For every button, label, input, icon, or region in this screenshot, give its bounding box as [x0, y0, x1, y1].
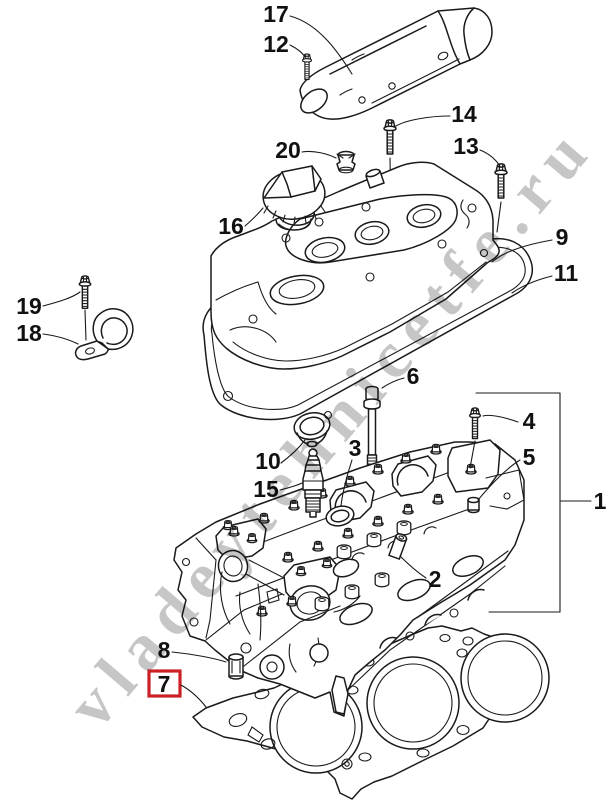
- svg-text:5: 5: [523, 444, 536, 470]
- svg-text:10: 10: [255, 448, 281, 474]
- svg-text:2: 2: [429, 566, 442, 592]
- svg-text:20: 20: [275, 137, 301, 163]
- svg-text:9: 9: [556, 224, 569, 250]
- svg-text:11: 11: [554, 260, 579, 286]
- svg-text:18: 18: [16, 320, 42, 346]
- svg-text:7: 7: [158, 671, 171, 697]
- svg-text:16: 16: [218, 213, 244, 239]
- svg-text:14: 14: [451, 101, 477, 127]
- svg-text:6: 6: [407, 363, 420, 389]
- svg-text:3: 3: [349, 435, 362, 461]
- svg-text:8: 8: [158, 637, 171, 663]
- svg-text:13: 13: [453, 133, 479, 159]
- svg-text:12: 12: [263, 31, 289, 57]
- svg-text:4: 4: [523, 408, 536, 434]
- svg-text:17: 17: [263, 1, 289, 27]
- svg-text:15: 15: [253, 476, 279, 502]
- svg-text:19: 19: [16, 293, 42, 319]
- svg-text:1: 1: [594, 488, 607, 514]
